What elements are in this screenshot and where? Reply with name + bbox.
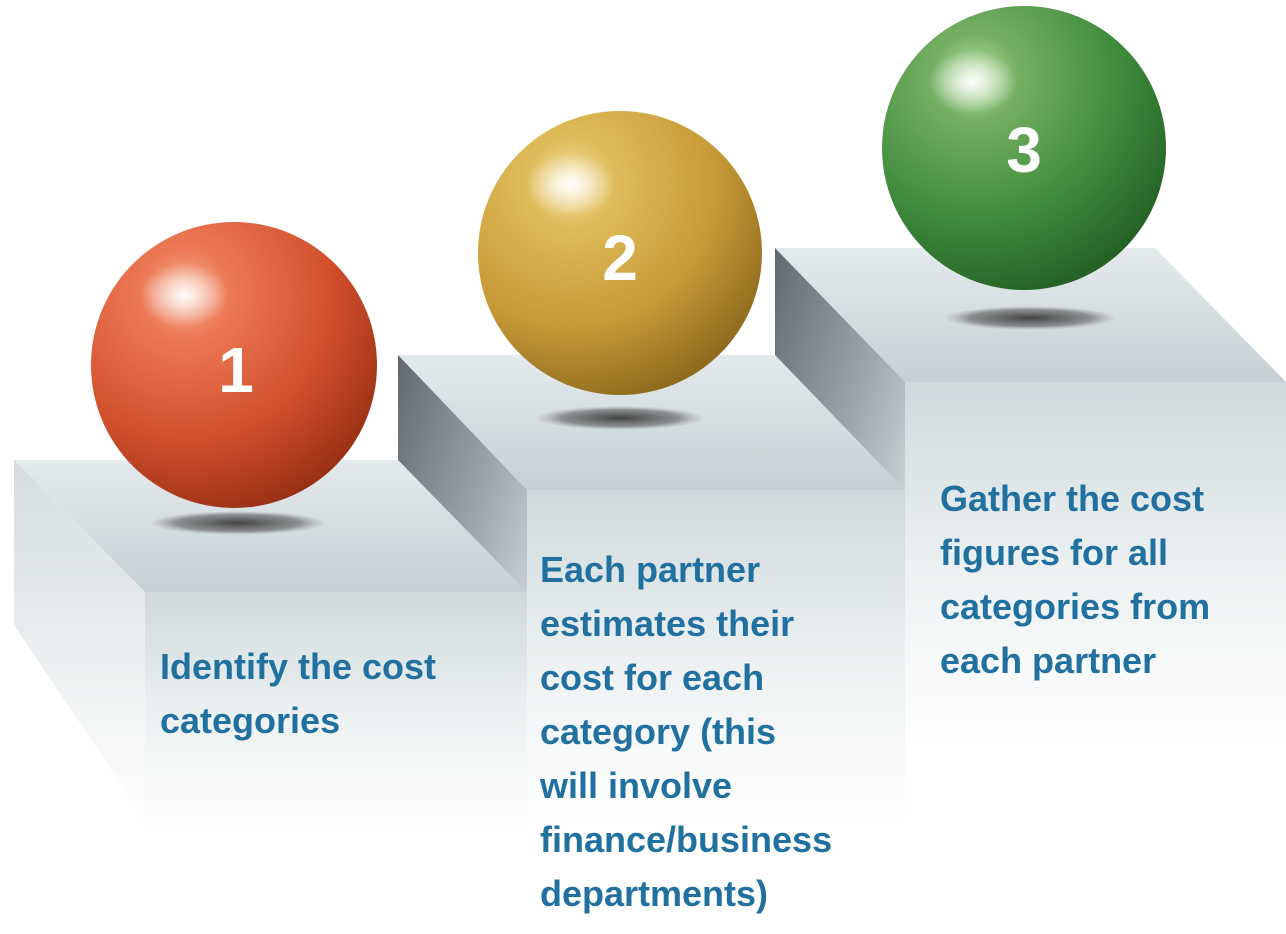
step-2-number: 2 bbox=[602, 222, 638, 294]
ball-1-shadow bbox=[150, 511, 326, 535]
step-1-description: Identify the cost categories bbox=[160, 646, 437, 741]
step-1-number: 1 bbox=[218, 334, 254, 406]
step-2-ball: 2 bbox=[478, 111, 762, 395]
step-3-description: Gather the cost figures for all categori… bbox=[940, 478, 1211, 681]
step-1-ball: 1 bbox=[91, 222, 377, 508]
step-3-number: 3 bbox=[1006, 114, 1042, 186]
step-2-description: Each partner estimates their cost for ea… bbox=[540, 549, 833, 914]
step-3-ball: 3 bbox=[882, 6, 1166, 290]
ball-3-shadow bbox=[944, 306, 1116, 330]
ball-2-shadow bbox=[536, 406, 704, 430]
